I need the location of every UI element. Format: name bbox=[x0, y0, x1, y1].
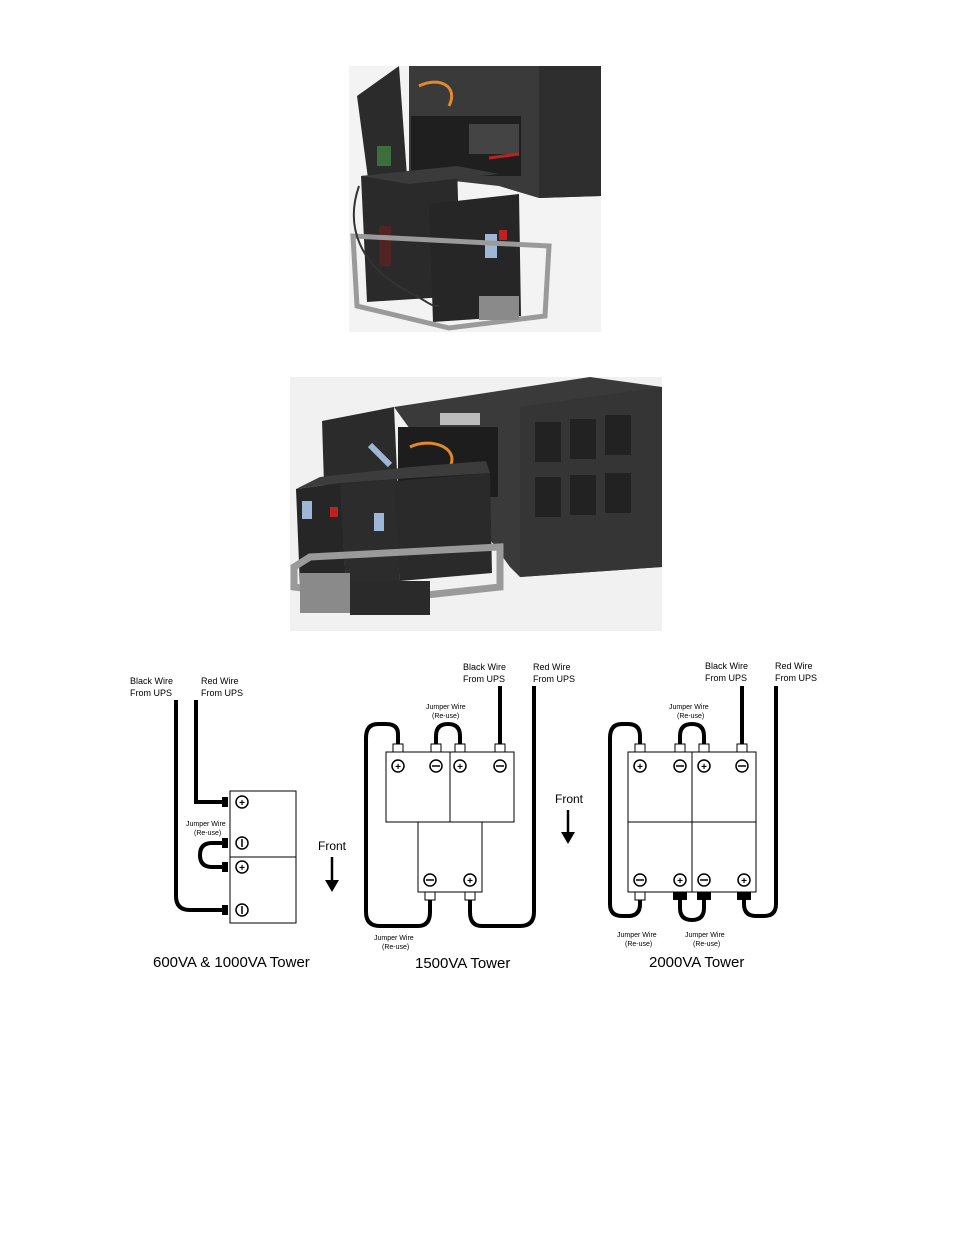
diagram-2000va: Black Wire From UPS Red Wire From UPS Ju… bbox=[608, 661, 817, 971]
ups-battery-photo-front bbox=[349, 66, 601, 332]
svg-text:+: + bbox=[701, 762, 707, 773]
terminal-plus-2c: + bbox=[463, 873, 477, 887]
terminal-minus-2c bbox=[423, 873, 437, 887]
jumper-reuse-label-3c: (Re-use) bbox=[693, 941, 720, 948]
red-wire-label-2: Red Wire bbox=[533, 662, 571, 672]
front-label-1: Front bbox=[318, 839, 347, 853]
title-2000va: 2000VA Tower bbox=[649, 954, 744, 971]
jumper-label-1: Jumper Wire bbox=[186, 821, 226, 828]
title-1500va: 1500VA Tower bbox=[415, 955, 510, 972]
red-wire-1 bbox=[194, 700, 222, 804]
title-600va-1000va: 600VA & 1000VA Tower bbox=[153, 954, 310, 971]
red-wire-label-3: Red Wire bbox=[775, 661, 813, 671]
jumper-reuse-label-1: (Re-use) bbox=[194, 830, 221, 837]
jumper-wire-2a bbox=[434, 721, 462, 744]
terminal-plus-2a: + bbox=[391, 759, 405, 773]
terminal-minus-3b bbox=[735, 759, 749, 773]
svg-text:+: + bbox=[467, 876, 473, 887]
terminal-minus-2a bbox=[429, 759, 443, 773]
red-wire-3 bbox=[742, 686, 778, 918]
jumper-wire-1 bbox=[197, 841, 222, 869]
jumper-wire-3a bbox=[678, 721, 706, 744]
diagram-600va-1000va: Black Wire From UPS Red Wire From UPS Ju… bbox=[130, 676, 347, 971]
front-label-2: Front bbox=[555, 792, 584, 806]
terminal-plus-1b: + bbox=[235, 860, 249, 874]
svg-text:+: + bbox=[395, 762, 401, 773]
battery-3-top-right bbox=[691, 751, 757, 823]
front-arrow-1 bbox=[325, 880, 339, 892]
red-wire-from-label-3: From UPS bbox=[775, 673, 817, 683]
jumper-reuse-label-3b: (Re-use) bbox=[625, 941, 652, 948]
black-wire-from-label-3: From UPS bbox=[705, 673, 747, 683]
black-wire-label-2: Black Wire bbox=[463, 662, 506, 672]
red-wire-label-1: Red Wire bbox=[201, 676, 239, 686]
black-wire-1 bbox=[174, 700, 222, 912]
ups-battery-photo-side-illustration bbox=[290, 377, 662, 631]
ups-battery-photo-side bbox=[290, 377, 662, 631]
battery-3-top-left bbox=[627, 751, 693, 823]
red-wire-from-label-2: From UPS bbox=[533, 674, 575, 684]
svg-text:+: + bbox=[457, 762, 463, 773]
jumper-label-2a: Jumper Wire bbox=[426, 704, 466, 711]
jumper-label-3c: Jumper Wire bbox=[685, 932, 725, 939]
diagram-1500va: Black Wire From UPS Red Wire From UPS Ju… bbox=[364, 662, 584, 972]
jumper-reuse-label-2b: (Re-use) bbox=[382, 944, 409, 951]
terminal-plus-3a: + bbox=[633, 759, 647, 773]
terminal-minus-3c bbox=[633, 873, 647, 887]
svg-text:+: + bbox=[637, 762, 643, 773]
terminal-minus-3a bbox=[673, 759, 687, 773]
jumper-label-3a: Jumper Wire bbox=[669, 704, 709, 711]
jumper-label-3b: Jumper Wire bbox=[617, 932, 657, 939]
jumper-label-2b: Jumper Wire bbox=[374, 935, 414, 942]
black-wire-from-label-2: From UPS bbox=[463, 674, 505, 684]
terminal-minus-2b bbox=[493, 759, 507, 773]
terminal-plus-3d: + bbox=[737, 873, 751, 887]
battery-2-top-right bbox=[449, 751, 515, 823]
red-wire-from-label-1: From UPS bbox=[201, 688, 243, 698]
jumper-wire-2b bbox=[364, 722, 432, 928]
jumper-reuse-label-3a: (Re-use) bbox=[677, 713, 704, 720]
jumper-reuse-label-2a: (Re-use) bbox=[432, 713, 459, 720]
terminal-minus-3d bbox=[697, 873, 711, 887]
jumper-wire-3b bbox=[608, 722, 642, 918]
terminal-plus-3c: + bbox=[673, 873, 687, 887]
ups-battery-photo-front-illustration bbox=[349, 66, 601, 332]
red-wire-2 bbox=[468, 686, 536, 928]
battery-wiring-diagram: Black Wire From UPS Red Wire From UPS Ju… bbox=[130, 661, 817, 972]
battery-1-bottom bbox=[229, 856, 297, 924]
black-wire-label-1: Black Wire bbox=[130, 676, 173, 686]
svg-text:+: + bbox=[741, 876, 747, 887]
battery-2-top-left bbox=[385, 751, 451, 823]
svg-text:+: + bbox=[239, 863, 245, 874]
svg-text:+: + bbox=[677, 876, 683, 887]
terminal-minus-1b bbox=[235, 903, 249, 917]
battery-1-top bbox=[229, 790, 297, 858]
terminal-minus-1a bbox=[235, 836, 249, 850]
svg-text:+: + bbox=[239, 798, 245, 809]
terminal-plus-2b: + bbox=[453, 759, 467, 773]
terminal-plus-1a: + bbox=[235, 795, 249, 809]
black-wire-from-label-1: From UPS bbox=[130, 688, 172, 698]
black-wire-label-3: Black Wire bbox=[705, 661, 748, 671]
terminal-plus-3b: + bbox=[697, 759, 711, 773]
jumper-wire-3c bbox=[678, 900, 706, 923]
front-arrow-2 bbox=[561, 832, 575, 844]
